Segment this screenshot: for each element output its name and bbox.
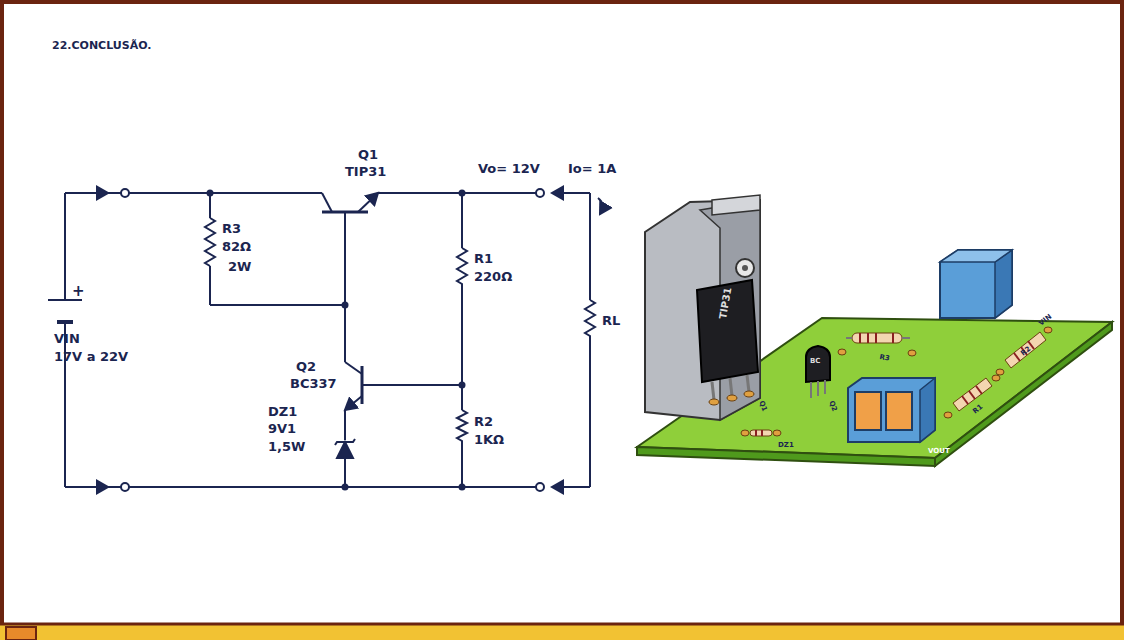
component-label: 1KΩ: [474, 433, 504, 446]
component-label: Q1: [358, 148, 378, 161]
transistor-symbol: [345, 362, 362, 410]
component-label: Io= 1A: [568, 162, 616, 175]
wires: [65, 193, 603, 487]
pcb-illustration: [637, 195, 1112, 466]
component-label: 220Ω: [474, 270, 512, 283]
pcb-marking: VOUT: [928, 448, 950, 455]
battery-symbol: [48, 300, 82, 322]
terminals: [121, 189, 544, 491]
component-label: R2: [474, 415, 493, 428]
component-label: DZ1: [268, 405, 297, 418]
pcb-marking: BC: [810, 358, 820, 365]
component-label: 1,5W: [268, 440, 305, 453]
component-label: RL: [602, 314, 620, 327]
pcb-marking: DZ1: [778, 442, 794, 449]
component-label: 17V a 22V: [54, 350, 128, 363]
component-label: +: [72, 284, 85, 299]
transistor-symbol: [322, 193, 378, 212]
component-label: R1: [474, 252, 493, 265]
component-label: TIP31: [345, 165, 386, 178]
zener-symbol: [335, 439, 355, 462]
component-label: R3: [222, 222, 241, 235]
page-title: 22.CONCLUSÃO.: [52, 40, 151, 51]
component-label: 82Ω: [222, 240, 251, 253]
component-label: Q2: [296, 360, 316, 373]
junction-dots: [207, 190, 466, 491]
resistor-symbol: [205, 218, 595, 445]
component-label: 2W: [228, 260, 251, 273]
pcb-marking: R3: [879, 354, 890, 363]
component-label: 9V1: [268, 422, 296, 435]
component-label: BC337: [290, 377, 337, 390]
component-label: VIN: [54, 332, 80, 345]
component-label: Vo= 12V: [478, 162, 540, 175]
